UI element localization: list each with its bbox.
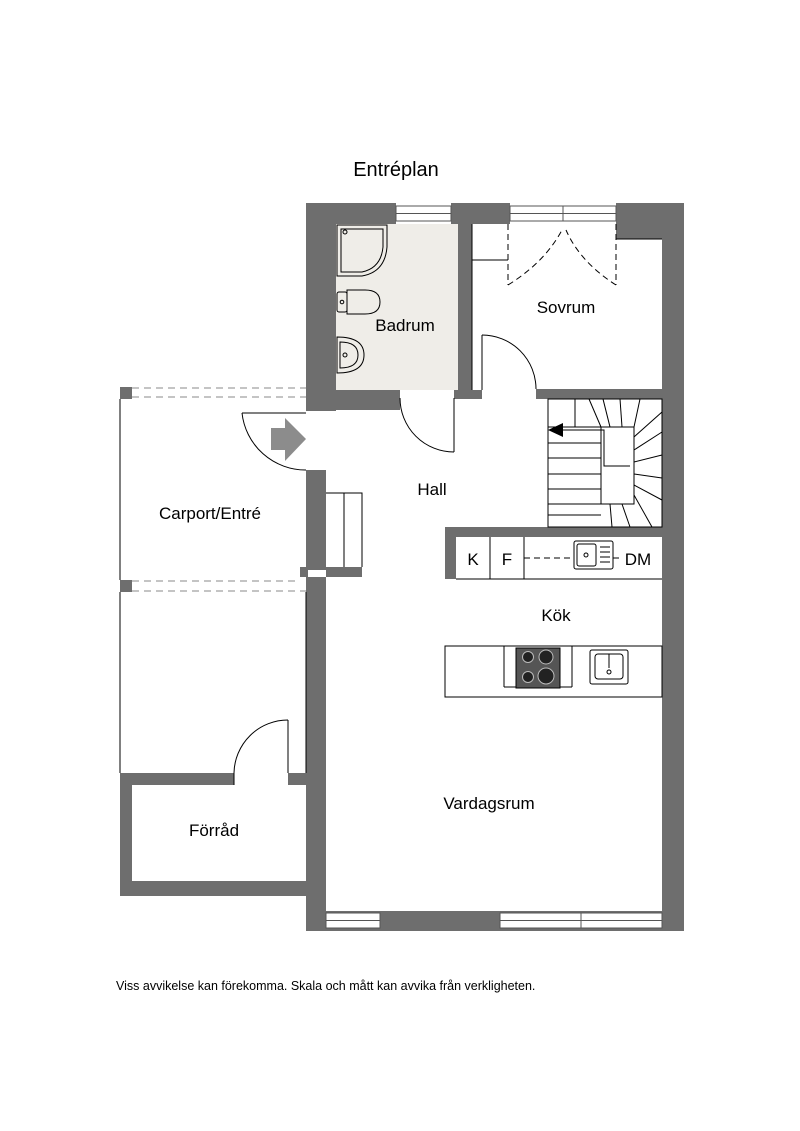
bathroom-floor [336, 224, 458, 390]
carport-outline [119, 387, 307, 773]
freezer-label: F [502, 550, 512, 569]
room-label-kok: Kök [541, 606, 571, 625]
sovrum-door[interactable] [481, 334, 537, 390]
wardrobe-doors [507, 224, 617, 286]
dishwasher-label: DM [625, 550, 651, 569]
room-label-vardagsrum: Vardagsrum [443, 794, 534, 813]
room-label-carport: Carport/Entré [159, 504, 261, 523]
toilet [336, 289, 381, 315]
kitchen-counter-top [456, 537, 662, 580]
bathroom-sink [336, 336, 365, 374]
plan-title: Entréplan [353, 159, 439, 181]
room-label-forrad: Förråd [189, 821, 239, 840]
island-sink [589, 649, 629, 685]
bathroom-door[interactable] [399, 397, 455, 453]
cooktop-icon [515, 647, 561, 689]
room-label-badrum: Badrum [375, 316, 435, 335]
sovrum-walls [471, 224, 662, 390]
shower [336, 224, 388, 277]
disclaimer-text: Viss avvikelse kan förekomma. Skala och … [116, 979, 536, 993]
forrad-door[interactable] [233, 719, 289, 785]
walls [120, 203, 684, 931]
staircase [547, 398, 663, 528]
hall-closet [326, 492, 363, 567]
room-label-hall: Hall [417, 480, 446, 499]
entry-door[interactable] [241, 412, 307, 471]
fridge-label: K [467, 550, 479, 569]
room-label-sovrum: Sovrum [537, 298, 596, 317]
entrance-arrow-icon [271, 418, 306, 461]
kitchen-sink [573, 540, 614, 570]
windows [325, 205, 663, 929]
kitchen-island [444, 645, 663, 698]
